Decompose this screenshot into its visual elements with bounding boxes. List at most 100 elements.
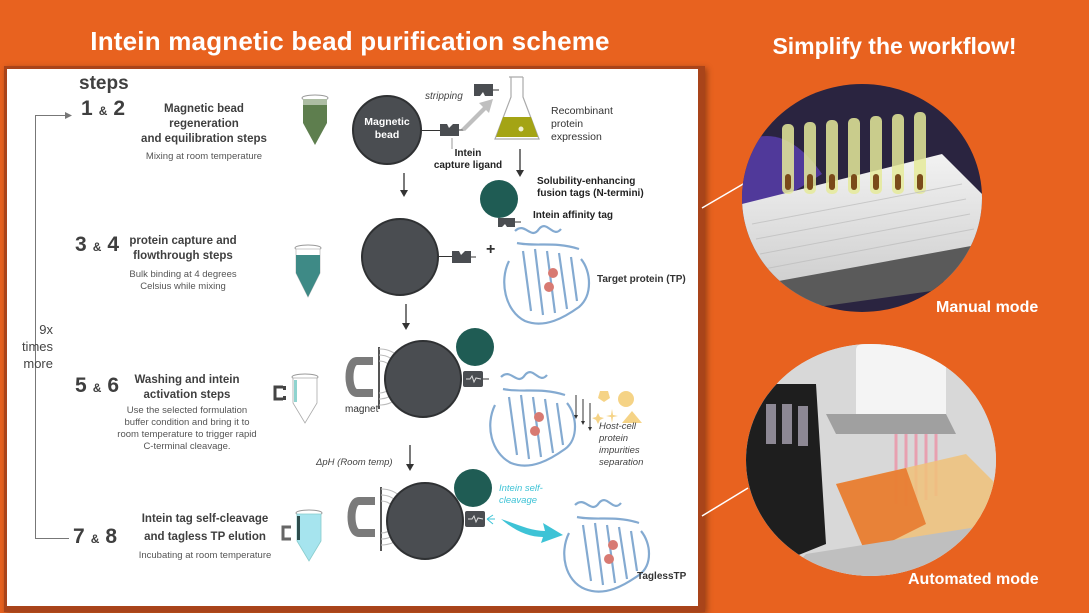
manual-tube-rack-illustration	[742, 112, 982, 312]
self-cleavage-label: Intein self- cleavage	[499, 483, 543, 507]
ligand-linker	[421, 130, 441, 131]
magnet-bead-assembly	[345, 340, 462, 418]
step-subtitle-line: Use the selected formulation	[126, 405, 248, 416]
step-subtitle-line: C-terminal cleavage.	[143, 441, 231, 452]
ligand-label-line: Intein	[454, 148, 482, 159]
tube-icon	[294, 244, 322, 298]
step-text-3-4: protein capture and flowthrough steps Bu…	[123, 234, 243, 293]
stripping-arrow-icon	[461, 99, 493, 131]
magnet-bead-assembly	[347, 482, 464, 560]
host-cell-impurities-label: Host-cell protein impurities separation	[599, 421, 643, 469]
solubility-tags-label: Solubility-enhancing fusion tags (N-term…	[537, 176, 644, 200]
steps-heading: steps	[79, 73, 129, 94]
bead-label-line: Magnetic	[364, 116, 410, 128]
step-num-b: 6	[107, 374, 120, 397]
impurity-label-line: Host-cell	[599, 421, 636, 432]
liquid-handler-illustration	[746, 344, 996, 576]
magnetic-bead-label: Magnetic bead	[351, 116, 423, 142]
expression-label-line: expression	[551, 131, 602, 143]
tube-with-magnet-icon	[273, 373, 319, 424]
protein-illustration	[489, 371, 577, 467]
step-text-1-2: Magnetic bead regeneration and equilibra…	[129, 102, 279, 163]
step-subtitle-line: Celsius while mixing	[140, 281, 226, 292]
connector-line-automated	[701, 487, 749, 517]
separation-arrows-icon	[574, 395, 592, 431]
recombinant-expression-label: Recombinant protein expression	[551, 105, 613, 144]
loop-label-count: 9x	[39, 322, 53, 337]
step-title-line: and equilibration steps	[141, 133, 267, 145]
step-subtitle-line: Incubating at room temperature	[138, 550, 272, 561]
solubility-label-line: Solubility-enhancing	[537, 176, 636, 187]
manual-mode-photo	[742, 84, 982, 312]
step-amp: &	[98, 104, 108, 118]
loop-label: 9x times more	[9, 321, 53, 372]
down-arrow-icon	[406, 445, 414, 471]
fusion-tag-circle	[480, 180, 518, 218]
step-title-line: Intein tag self-cleavage	[141, 513, 269, 525]
plus-sign: +	[486, 241, 496, 258]
step-num-b: 2	[113, 97, 126, 120]
step-subtitle-line: buffer condition and bring it to	[124, 417, 250, 428]
step-num-b: 4	[107, 233, 120, 256]
scheme-canvas: steps 9x times more 1&2 Magnetic bead re…	[7, 69, 698, 606]
scheme-title: Intein magnetic bead purification scheme	[90, 26, 610, 56]
pointer-arrow-icon	[451, 138, 453, 149]
scheme-panel: steps 9x times more 1&2 Magnetic bead re…	[4, 66, 705, 612]
loop-label-times: times	[21, 339, 53, 354]
down-arrow-icon	[400, 173, 408, 197]
impurity-label-line: impurities	[599, 445, 640, 456]
bead-label-line: bead	[374, 129, 400, 141]
step-num-b: 8	[105, 525, 118, 548]
down-arrow-icon	[402, 304, 410, 330]
cleavage-label-line: cleavage	[499, 495, 538, 506]
down-arrow-icon	[516, 149, 524, 177]
step-num-a: 5	[75, 374, 87, 397]
step-title-line: and tagless TP elution	[144, 531, 266, 543]
step-title-line: Washing and intein	[134, 374, 240, 386]
magnet-label: magnet	[345, 404, 379, 415]
step-title-line: flowthrough steps	[133, 250, 233, 262]
loop-bracket-line	[35, 115, 36, 539]
loop-bracket-top	[35, 115, 69, 116]
step-number-3-4: 3&4	[75, 233, 119, 257]
loop-label-more: more	[23, 356, 53, 371]
step-number-7-8: 7&8	[73, 525, 117, 549]
step-text-5-6: Washing and intein activation steps Use …	[113, 373, 261, 453]
solubility-label-line: fusion tags (N-termini)	[537, 188, 644, 199]
step-subtitle-line: Mixing at room temperature	[145, 151, 263, 162]
step-title-line: protein capture and	[129, 235, 237, 247]
step-amp: &	[92, 381, 102, 395]
cleavage-label-line: Intein self-	[499, 483, 543, 494]
step-subtitle-line: Bulk binding at 4 degrees	[129, 269, 237, 280]
capture-ligand-icon	[452, 251, 476, 263]
manual-mode-label: Manual mode	[936, 299, 1039, 316]
workflow-title: Simplify the workflow!	[772, 33, 1017, 59]
tagless-protein-illustration	[563, 499, 651, 593]
impurities-icon	[592, 391, 642, 424]
fusion-tag-circle	[456, 328, 494, 366]
step-title-line: activation steps	[143, 389, 231, 401]
flask-icon	[494, 76, 540, 140]
ligand-linker	[438, 256, 452, 257]
loop-arrowhead-icon	[65, 112, 72, 119]
step-amp: &	[90, 532, 100, 546]
affinity-tag-icon	[498, 218, 521, 227]
target-protein-illustration	[503, 225, 591, 325]
intein-capture-ligand-label: Intein capture ligand	[423, 148, 513, 172]
step-title-line: Magnetic bead regeneration	[164, 103, 244, 130]
step-subtitle-line: room temperature to trigger rapid	[117, 429, 257, 440]
step-number-1-2: 1&2	[81, 97, 125, 121]
fusion-tag-circle	[454, 469, 492, 507]
automated-mode-photo	[746, 344, 996, 576]
cleavage-arrow-icon	[501, 519, 563, 543]
ligand-label-line: capture ligand	[433, 160, 503, 171]
magnetic-bead	[361, 218, 439, 296]
target-protein-label: Target protein (TP)	[597, 274, 686, 285]
automated-mode-label: Automated mode	[908, 571, 1039, 588]
loop-bracket-bottom	[35, 538, 69, 539]
step-text-7-8: Intein tag self-cleavage and tagless TP …	[125, 510, 285, 562]
intein-affinity-tag-label: Intein affinity tag	[533, 210, 613, 221]
stripped-ligand-icon	[474, 84, 499, 96]
step-number-5-6: 5&6	[75, 374, 119, 398]
tagless-tp-label: TaglessTP	[637, 571, 687, 582]
